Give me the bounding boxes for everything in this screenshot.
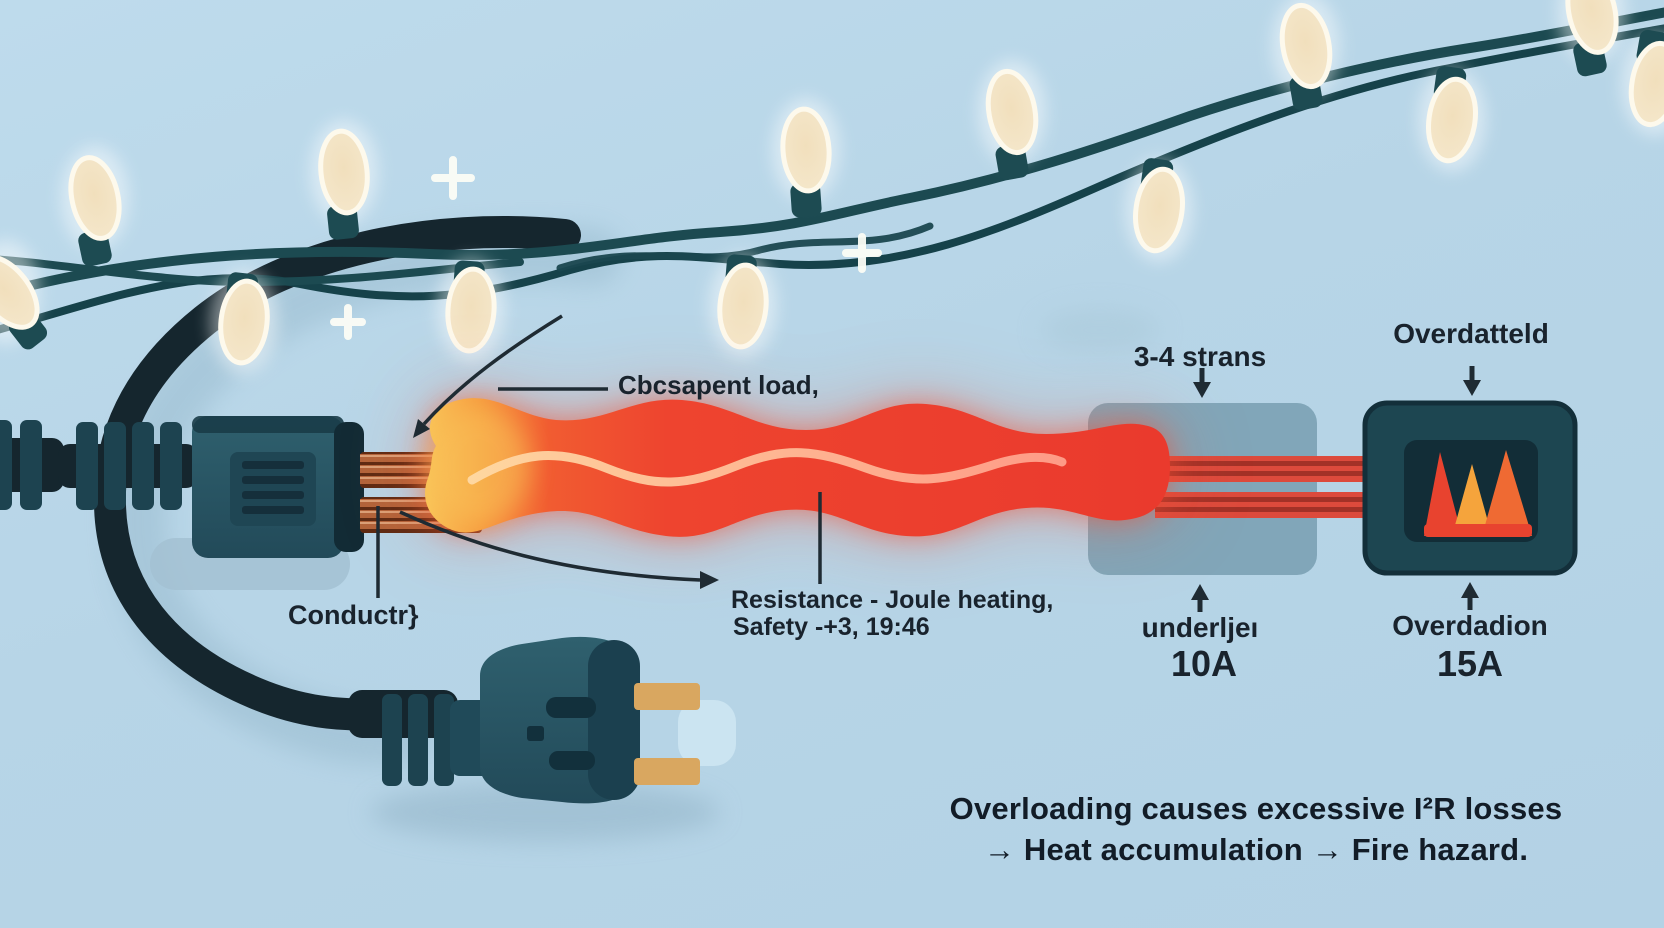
overloaded-bottom-label: Overdadion	[1392, 610, 1548, 641]
light-bulbs	[0, 0, 1664, 374]
red-wires	[1155, 456, 1369, 518]
plug	[348, 636, 736, 804]
light-bulb-icon	[1125, 158, 1193, 262]
light-bulb-icon	[1621, 29, 1664, 136]
sparkle-icon	[842, 233, 882, 273]
light-bulb-icon	[1418, 66, 1486, 172]
arrow-to-wires	[422, 314, 563, 426]
sparkle-icon	[330, 304, 366, 340]
string-wire	[0, 7, 1664, 299]
overloaded-top-label: Overdatteld	[1393, 318, 1549, 349]
left-connector	[0, 416, 364, 558]
plug-prong	[634, 683, 700, 710]
overloaded-amps: 15A	[1436, 643, 1504, 684]
light-bulb-icon	[310, 120, 378, 240]
caption-line1: Overloading causes excessive I²R losses	[949, 791, 1563, 826]
device-box	[1362, 400, 1578, 576]
sparkle-icon	[431, 156, 475, 200]
plug-prong	[634, 758, 700, 785]
arrow-to-resistance	[399, 510, 701, 582]
light-bulb-icon	[61, 146, 129, 267]
overheated-wire	[425, 398, 1170, 537]
caption-line2: → Heat accumulation → Fire hazard.	[983, 832, 1529, 867]
light-bulb-icon	[0, 240, 48, 350]
resistance-label-line1: Resistance - Joule heating,	[731, 586, 1054, 614]
caption: Overloading causes excessive I²R losses …	[950, 788, 1563, 870]
underrated-amps: 10A	[1170, 643, 1238, 684]
light-bulb-icon	[709, 254, 777, 358]
light-bulb-icon	[210, 270, 278, 374]
light-bulb-icon	[1272, 0, 1340, 111]
heat-highlight	[467, 448, 1067, 487]
sparkles	[330, 156, 882, 340]
conductor-label: Conductr}	[288, 600, 419, 630]
strands-label: 3-4 strans	[1133, 341, 1267, 372]
light-bulb-icon	[772, 98, 840, 218]
current-load-label: Cbcsapent load,	[618, 370, 819, 400]
light-bulb-icon	[978, 60, 1046, 181]
light-bulb-icon	[437, 258, 505, 362]
callouts	[376, 314, 1481, 612]
string-wire	[556, 222, 934, 272]
underrated-label: underljeı	[1141, 612, 1259, 643]
resistance-label-line2: Safety -+3, 19:46	[733, 613, 930, 641]
light-bulb-icon	[1558, 0, 1626, 77]
fire-icon	[1424, 450, 1532, 537]
